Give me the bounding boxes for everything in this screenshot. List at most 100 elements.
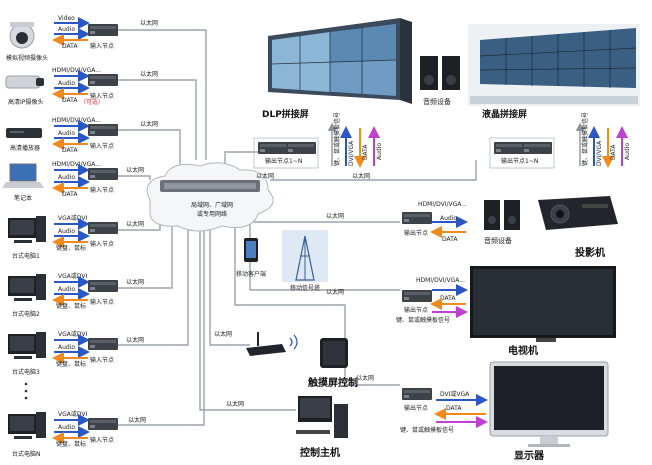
network-cloud: 局域网、广域网 或专用网络 — [146, 162, 274, 232]
dlp-title: DLP拼接屏 — [262, 108, 309, 120]
svg-text:键盘、鼠标: 键盘、鼠标 — [56, 244, 86, 252]
svg-text:键盘、鼠标: 键盘、鼠标 — [56, 360, 86, 368]
svg-text:Audio: Audio — [58, 26, 75, 33]
pcn-label: 台式电脑N — [12, 450, 41, 458]
svg-text:DATA: DATA — [62, 97, 78, 104]
source-pc2: 台式电脑2 — [8, 274, 46, 318]
svg-text:输出节点: 输出节点 — [404, 404, 428, 412]
source-analog-camera: 模拟视频摄像头 — [6, 22, 48, 62]
optional-tag: （可选） — [80, 98, 104, 106]
monitor: 显示器 — [489, 361, 609, 462]
row-pc2: VGA或DVI Audio 键盘、鼠标 输入节点 以太网 — [52, 272, 144, 310]
wifi-icon — [289, 334, 298, 350]
svg-text:Audio: Audio — [624, 143, 631, 160]
audio-speakers-right: 音频设备 — [484, 200, 520, 245]
svg-text:输入节点: 输入节点 — [90, 436, 114, 444]
row-pc1: VGA或DVI Audio 键盘、鼠标 输入节点 以太网 — [52, 214, 144, 252]
svg-text:以太网: 以太网 — [126, 166, 144, 174]
row-pc3: VGA或DVI Audio 键盘、鼠标 输入节点 以太网 — [52, 330, 144, 368]
audio-equipment-right-title: 音频设备 — [484, 236, 512, 245]
source-pcn: 台式电脑N — [8, 412, 46, 458]
mobile-signal-label: 移动信号塔 — [290, 284, 320, 292]
svg-text:输出节点: 输出节点 — [404, 306, 428, 314]
dlp-output-node: 输出节点1~N 以太网 — [253, 137, 319, 180]
svg-text:DVI/VGA: DVI/VGA — [596, 140, 603, 166]
cloud-label-2: 或专用网络 — [197, 210, 227, 218]
audio-speakers-top: 音频设备 — [420, 56, 460, 106]
projector-title: 投影机 — [575, 246, 605, 259]
pc2-label: 台式电脑2 — [12, 310, 40, 318]
svg-text:以太网: 以太网 — [126, 220, 144, 228]
pc3-label: 台式电脑3 — [12, 368, 40, 376]
laptop-label: 笔记本 — [14, 194, 32, 202]
svg-text:Audio: Audio — [58, 228, 75, 235]
svg-text:HDMI/DVI/VGA...: HDMI/DVI/VGA... — [52, 67, 101, 74]
svg-text:输入节点: 输入节点 — [90, 356, 114, 364]
analog-camera-label: 模拟视频摄像头 — [6, 54, 48, 62]
svg-text:VGA或DVI: VGA或DVI — [58, 272, 87, 280]
cloud-label-1: 局域网、广域网 — [191, 201, 233, 209]
svg-text:Audio: Audio — [58, 130, 75, 137]
hd-player-label: 高清播放器 — [10, 144, 40, 152]
row-tv: 以太网 输出节点 HDMI/DVI/VGA... DATA 键、鼠或触摸板信号 — [326, 277, 468, 324]
display-title: 显示器 — [514, 450, 545, 462]
mobile-client: 移动客户端 — [236, 238, 266, 278]
svg-text:键、鼠或触摸板信号: 键、鼠或触摸板信号 — [333, 112, 341, 166]
lcd-signal-arrows: 键、鼠或触摸板信号 DVI/VGA DATA Audio — [575, 112, 631, 168]
svg-text:Audio: Audio — [376, 143, 383, 160]
svg-text:DATA: DATA — [62, 191, 78, 198]
svg-text:HDMI/DVI/VGA...: HDMI/DVI/VGA... — [416, 277, 465, 284]
network-lines — [118, 29, 477, 426]
svg-text:键盘、鼠标: 键盘、鼠标 — [56, 302, 86, 310]
svg-text:输入节点: 输入节点 — [90, 186, 114, 194]
svg-text:输入节点: 输入节点 — [90, 142, 114, 150]
svg-text:输入节点: 输入节点 — [90, 298, 114, 306]
control-host-title: 控制主机 — [300, 446, 340, 459]
svg-text:DATA: DATA — [362, 144, 369, 160]
svg-text:Audio: Audio — [58, 286, 75, 293]
control-host: 控制主机 以太网 — [226, 396, 348, 459]
top-ethernet-label: 以太网 — [352, 172, 370, 180]
svg-text:以太网: 以太网 — [126, 278, 144, 286]
row-pcn: VGA或DVI Audio 键盘、鼠标 输入节点 以太网 — [52, 410, 146, 448]
svg-text:以太网: 以太网 — [126, 336, 144, 344]
svg-text:键、鼠或触摸板信号: 键、鼠或触摸板信号 — [396, 316, 450, 324]
svg-text:DVI或VGA: DVI或VGA — [440, 390, 470, 398]
touch-panel: 触摸屏控制 — [307, 338, 358, 389]
svg-text:输出节点1~N: 输出节点1~N — [265, 157, 302, 165]
row-projector: 以太网 输出节点 HDMI/DVI/VGA... Audio DATA — [326, 201, 468, 243]
svg-text:键、鼠或触摸板信号: 键、鼠或触摸板信号 — [581, 112, 589, 166]
lcd-wall-title: 液晶拼接屏 — [482, 108, 527, 120]
svg-text:输入节点: 输入节点 — [90, 240, 114, 248]
svg-text:HDMI/DVI/VGA...: HDMI/DVI/VGA... — [418, 201, 467, 208]
source-hd-player: 高清播放器 — [6, 128, 42, 152]
source-hd-ip-camera: 高清IP摄像头 — [5, 75, 44, 106]
svg-text:输入节点: 输入节点 — [90, 92, 114, 100]
svg-text:DATA: DATA — [62, 147, 78, 154]
tv-title: 电视机 — [508, 344, 538, 357]
svg-text:DVI/VGA: DVI/VGA — [348, 140, 355, 166]
row-analog-camera: Video Audio DATA 输入节点 以太网 — [52, 15, 158, 50]
projector: 投影机 — [538, 196, 618, 259]
ellipsis-dots — [24, 382, 28, 400]
svg-text:Audio: Audio — [58, 80, 75, 87]
source-pc3: 台式电脑3 — [8, 332, 46, 376]
svg-text:DATA: DATA — [62, 43, 78, 50]
source-pc1: 台式电脑1 — [8, 216, 46, 260]
source-laptop: 笔记本 — [2, 163, 44, 202]
svg-text:以太网: 以太网 — [140, 19, 158, 27]
lcd-video-wall: 液晶拼接屏 — [468, 24, 640, 120]
svg-text:键、鼠或触摸板信号: 键、鼠或触摸板信号 — [400, 426, 454, 434]
svg-text:Audio: Audio — [58, 424, 75, 431]
audio-equipment-title: 音频设备 — [423, 97, 451, 106]
svg-text:VGA或DVI: VGA或DVI — [58, 410, 87, 418]
svg-text:DATA: DATA — [440, 295, 456, 302]
svg-text:键盘、鼠标: 键盘、鼠标 — [56, 440, 86, 448]
svg-text:以太网: 以太网 — [256, 172, 274, 180]
hd-ip-camera-label: 高清IP摄像头 — [8, 98, 43, 106]
svg-text:以太网: 以太网 — [226, 400, 244, 408]
row-monitor: 以太网 输出节点 DVI或VGA DATA 键、鼠或触摸板信号 — [356, 374, 488, 434]
svg-text:HDMI/DVI/VGA...: HDMI/DVI/VGA... — [52, 117, 101, 124]
row-laptop: HDMI/DVI/VGA... Audio DATA 输入节点 以太网 — [52, 161, 144, 198]
